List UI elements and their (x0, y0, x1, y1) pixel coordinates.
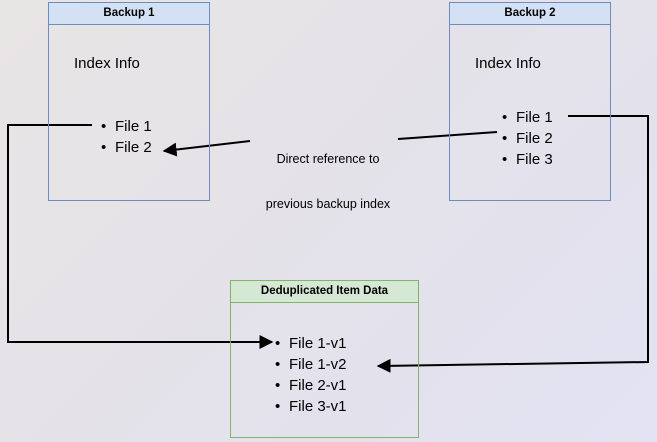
backup-1-index-info-label: Index Info (74, 55, 140, 72)
dedup-file-list: File 1-v1 File 1-v2 File 2-v1 File 3-v1 (275, 333, 347, 417)
node-backup-1-header: Backup 1 (49, 3, 209, 25)
edge-label-line-2: previous backup index (265, 197, 391, 211)
list-item[interactable]: File 2-v1 (275, 375, 347, 396)
node-deduplicated-item-data[interactable]: Deduplicated Item Data File 1-v1 File 1-… (230, 280, 419, 438)
node-backup-2[interactable]: Backup 2 Index Info File 1 File 2 File 3 (449, 2, 611, 201)
list-item[interactable]: File 1 (502, 107, 553, 128)
node-dedup-body: File 1-v1 File 1-v2 File 2-v1 File 3-v1 (231, 303, 418, 437)
list-item[interactable]: File 1 (101, 116, 152, 137)
list-item[interactable]: File 1-v2 (275, 354, 347, 375)
node-backup-2-header: Backup 2 (450, 3, 610, 25)
node-dedup-header: Deduplicated Item Data (231, 281, 418, 303)
edge-label-line-1: Direct reference to (276, 152, 380, 166)
list-item[interactable]: File 3-v1 (275, 396, 347, 417)
list-item[interactable]: File 1-v1 (275, 333, 347, 354)
list-item[interactable]: File 2 (101, 137, 152, 158)
list-item[interactable]: File 2 (502, 128, 553, 149)
edge-label-direct-reference: Direct reference to previous backup inde… (248, 122, 408, 242)
backup-2-index-info-label: Index Info (475, 55, 541, 72)
node-backup-1-body: Index Info File 1 File 2 (49, 25, 209, 200)
node-backup-2-body: Index Info File 1 File 2 File 3 (450, 25, 610, 200)
list-item[interactable]: File 3 (502, 149, 553, 170)
backup-1-file-list: File 1 File 2 (101, 116, 152, 158)
backup-2-file-list: File 1 File 2 File 3 (502, 107, 553, 170)
node-backup-1[interactable]: Backup 1 Index Info File 1 File 2 (48, 2, 210, 201)
